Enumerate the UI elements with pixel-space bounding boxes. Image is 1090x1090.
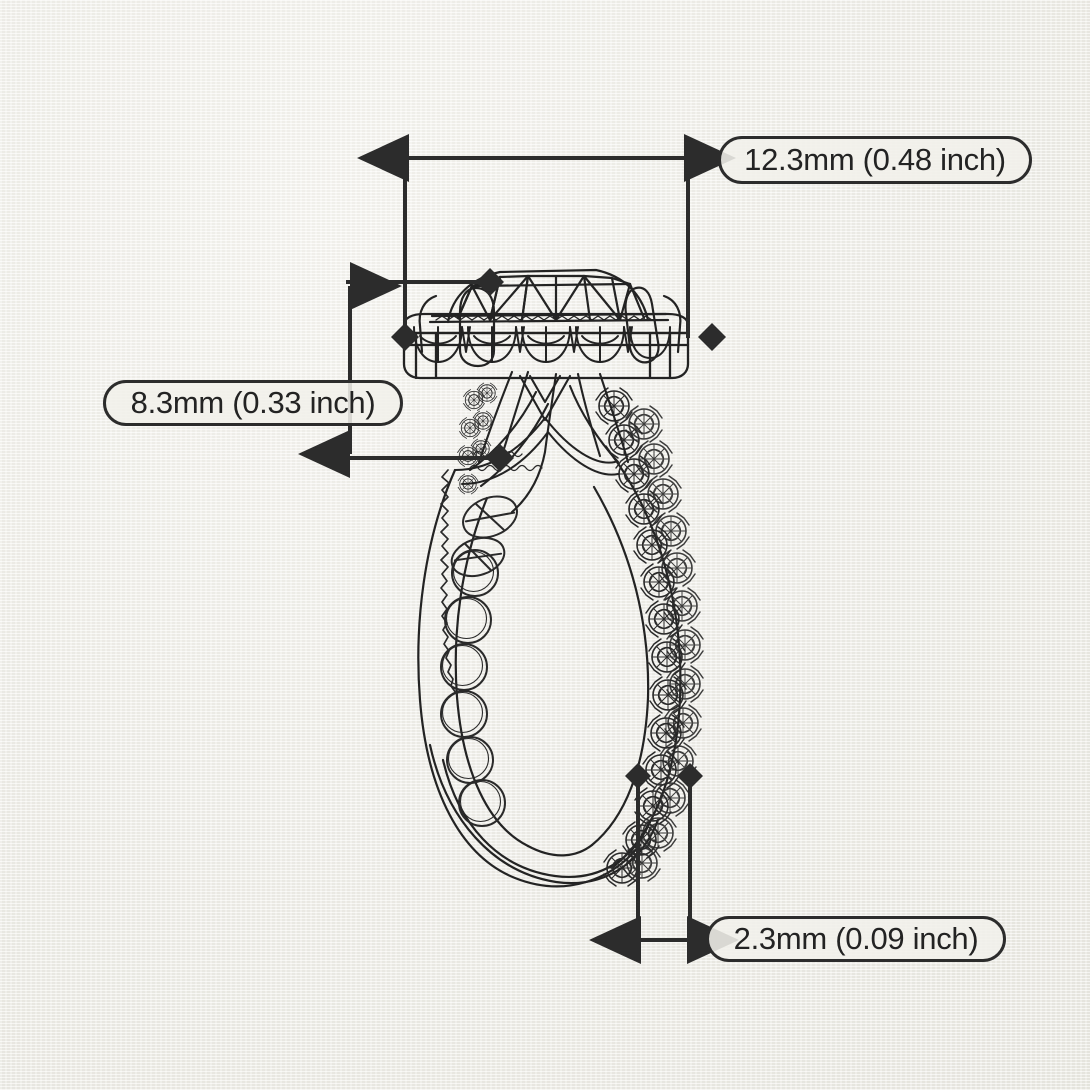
- dimension-label-height: 8.3mm (0.33 inch): [103, 380, 403, 426]
- dimension-band-2-3mm: [589, 763, 739, 964]
- dimension-label-width: 12.3mm (0.48 inch): [718, 136, 1032, 184]
- dimension-width-12-3mm: [357, 134, 736, 351]
- dimension-height-8-3mm: [298, 262, 514, 478]
- dimension-label-band-width: 2.3mm (0.09 inch): [706, 916, 1006, 962]
